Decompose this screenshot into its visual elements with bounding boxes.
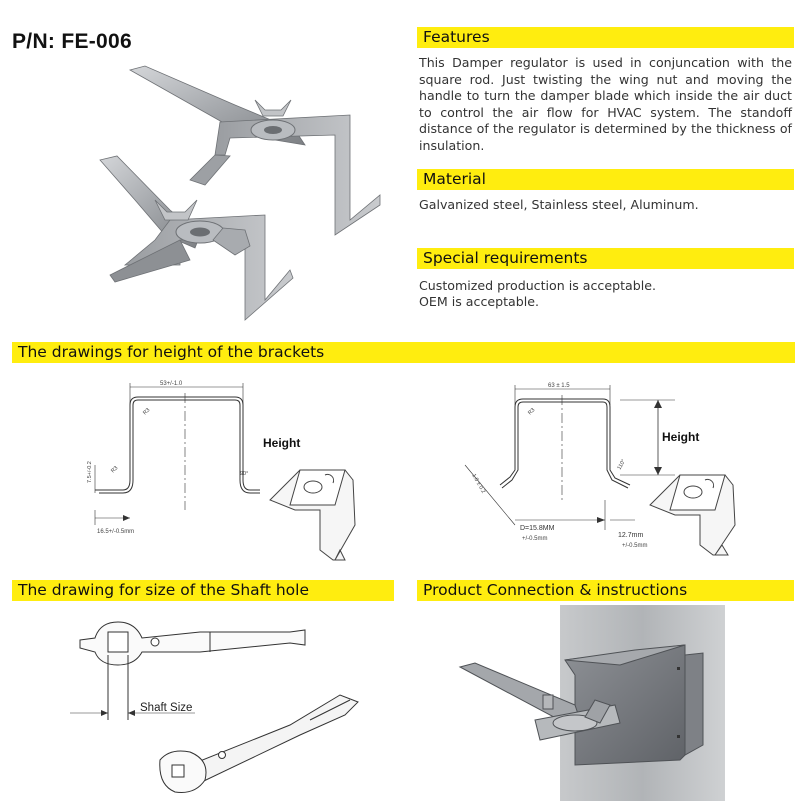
features-text: This Damper regulator is used in conjunc… xyxy=(419,55,792,153)
left-bottom-dim: 16.5+/-0.5mm xyxy=(97,529,134,535)
left-top-dim: 53+/-1.0 xyxy=(160,381,183,387)
drawings-height-heading: The drawings for height of the brackets xyxy=(12,342,795,363)
right-angle: 110° xyxy=(617,459,628,471)
material-heading: Material xyxy=(417,169,794,190)
left-angle: 90° xyxy=(240,471,248,477)
material-text: Galvanized steel, Stainless steel, Alumi… xyxy=(419,197,699,212)
right-radius: R3 xyxy=(527,407,536,416)
right-d-dim: D=15.8MM xyxy=(520,525,555,532)
left-side-dim: 7.5+/-0.2 xyxy=(87,461,93,483)
special-heading: Special requirements xyxy=(417,248,794,269)
connection-photo xyxy=(458,605,725,801)
left-radius-b: R3 xyxy=(110,465,119,474)
special-line-1: Customized production is acceptable. xyxy=(419,278,656,293)
right-d-tol: +/-0.5mm xyxy=(522,536,548,542)
right-r-tol: +/-0.5mm xyxy=(622,543,648,549)
right-r-dim: 12.7mm xyxy=(618,532,643,539)
left-height-drawing: 53+/-1.0 R3 R3 90° 7.5+/-0.2 16.5+/-0.5m… xyxy=(87,381,356,561)
connection-heading: Product Connection & instructions xyxy=(417,580,794,601)
features-heading: Features xyxy=(417,27,794,48)
left-radius-a: R3 xyxy=(142,407,151,416)
special-line-2: OEM is acceptable. xyxy=(419,294,540,309)
right-height-drawing: 63 ± 1.5 R3 110° 1.0 ± 0.2 D=15.8MM +/-0… xyxy=(464,383,736,556)
shaft-hole-drawing: Shaft Size xyxy=(70,621,359,793)
left-height-label: Height xyxy=(263,436,300,450)
part-number: P/N: FE-006 xyxy=(12,30,132,53)
right-height-label: Height xyxy=(662,430,699,444)
right-side-dim: 1.0 ± 0.2 xyxy=(470,473,486,495)
right-top-dim: 63 ± 1.5 xyxy=(548,383,570,389)
shaft-hole-heading: The drawing for size of the Shaft hole xyxy=(12,580,394,601)
product-photo xyxy=(99,65,381,321)
shaft-size-label: Shaft Size xyxy=(140,702,192,714)
